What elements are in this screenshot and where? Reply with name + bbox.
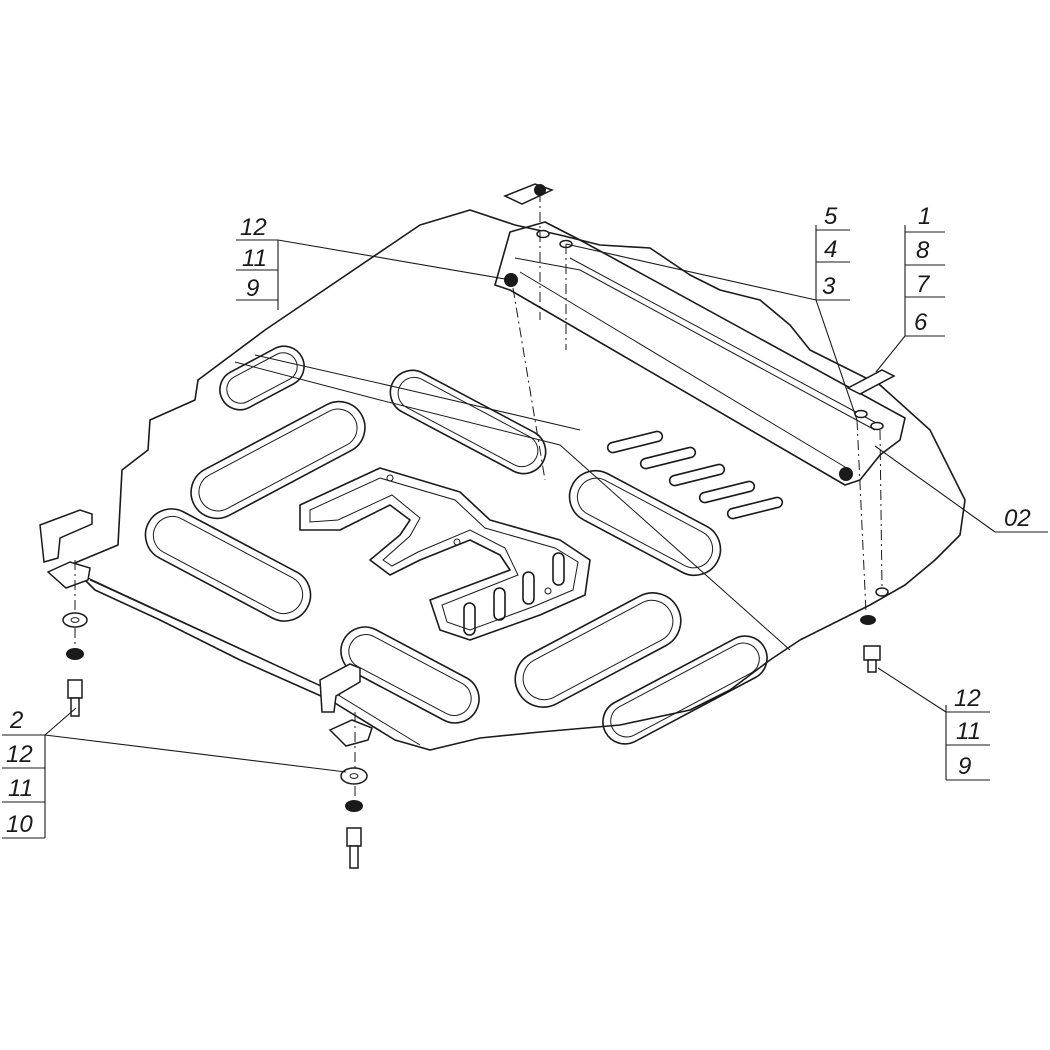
callout-label: 4	[824, 236, 837, 263]
callout-label: 12	[240, 214, 267, 241]
top-clip	[503, 183, 554, 205]
oval-recesses	[144, 345, 768, 745]
callout-label: 9	[246, 275, 259, 302]
callout-label: 11	[956, 718, 981, 745]
callout-label: 5	[824, 203, 838, 230]
callout-label: 3	[822, 273, 836, 300]
callout-label: 9	[958, 753, 971, 780]
callout-top-mid: 5 4 3	[822, 203, 838, 300]
assembly-axes	[74, 192, 883, 800]
callout-label: 02	[1004, 505, 1031, 532]
callout-left-low: 2 12 11 10	[6, 707, 33, 838]
leader-lines	[2, 225, 1048, 839]
callout-label: 6	[914, 309, 928, 336]
fastener-stack-center	[340, 767, 368, 869]
right-clip	[846, 369, 896, 395]
callout-label: 8	[916, 237, 930, 264]
fastener-stack-right	[860, 587, 889, 673]
front-bracket-left	[39, 509, 93, 589]
callout-label: 12	[954, 685, 981, 712]
callout-label: 12	[6, 741, 33, 768]
callout-label: 2	[9, 707, 23, 734]
front-bracket-right	[319, 663, 373, 747]
callout-label: 10	[6, 811, 33, 838]
callout-right-tag: 02	[1004, 505, 1031, 532]
vent-slots	[463, 430, 784, 636]
callout-top-left: 12 11 9	[240, 214, 267, 302]
callout-label: 7	[916, 271, 931, 298]
callout-label: 11	[8, 775, 33, 802]
callout-label: 11	[242, 245, 267, 272]
callout-right-low: 12 11 9	[954, 685, 981, 780]
callout-label: 1	[918, 203, 931, 230]
fastener-stack-left	[62, 612, 88, 717]
callout-top-right: 1 8 7 6	[914, 203, 931, 336]
